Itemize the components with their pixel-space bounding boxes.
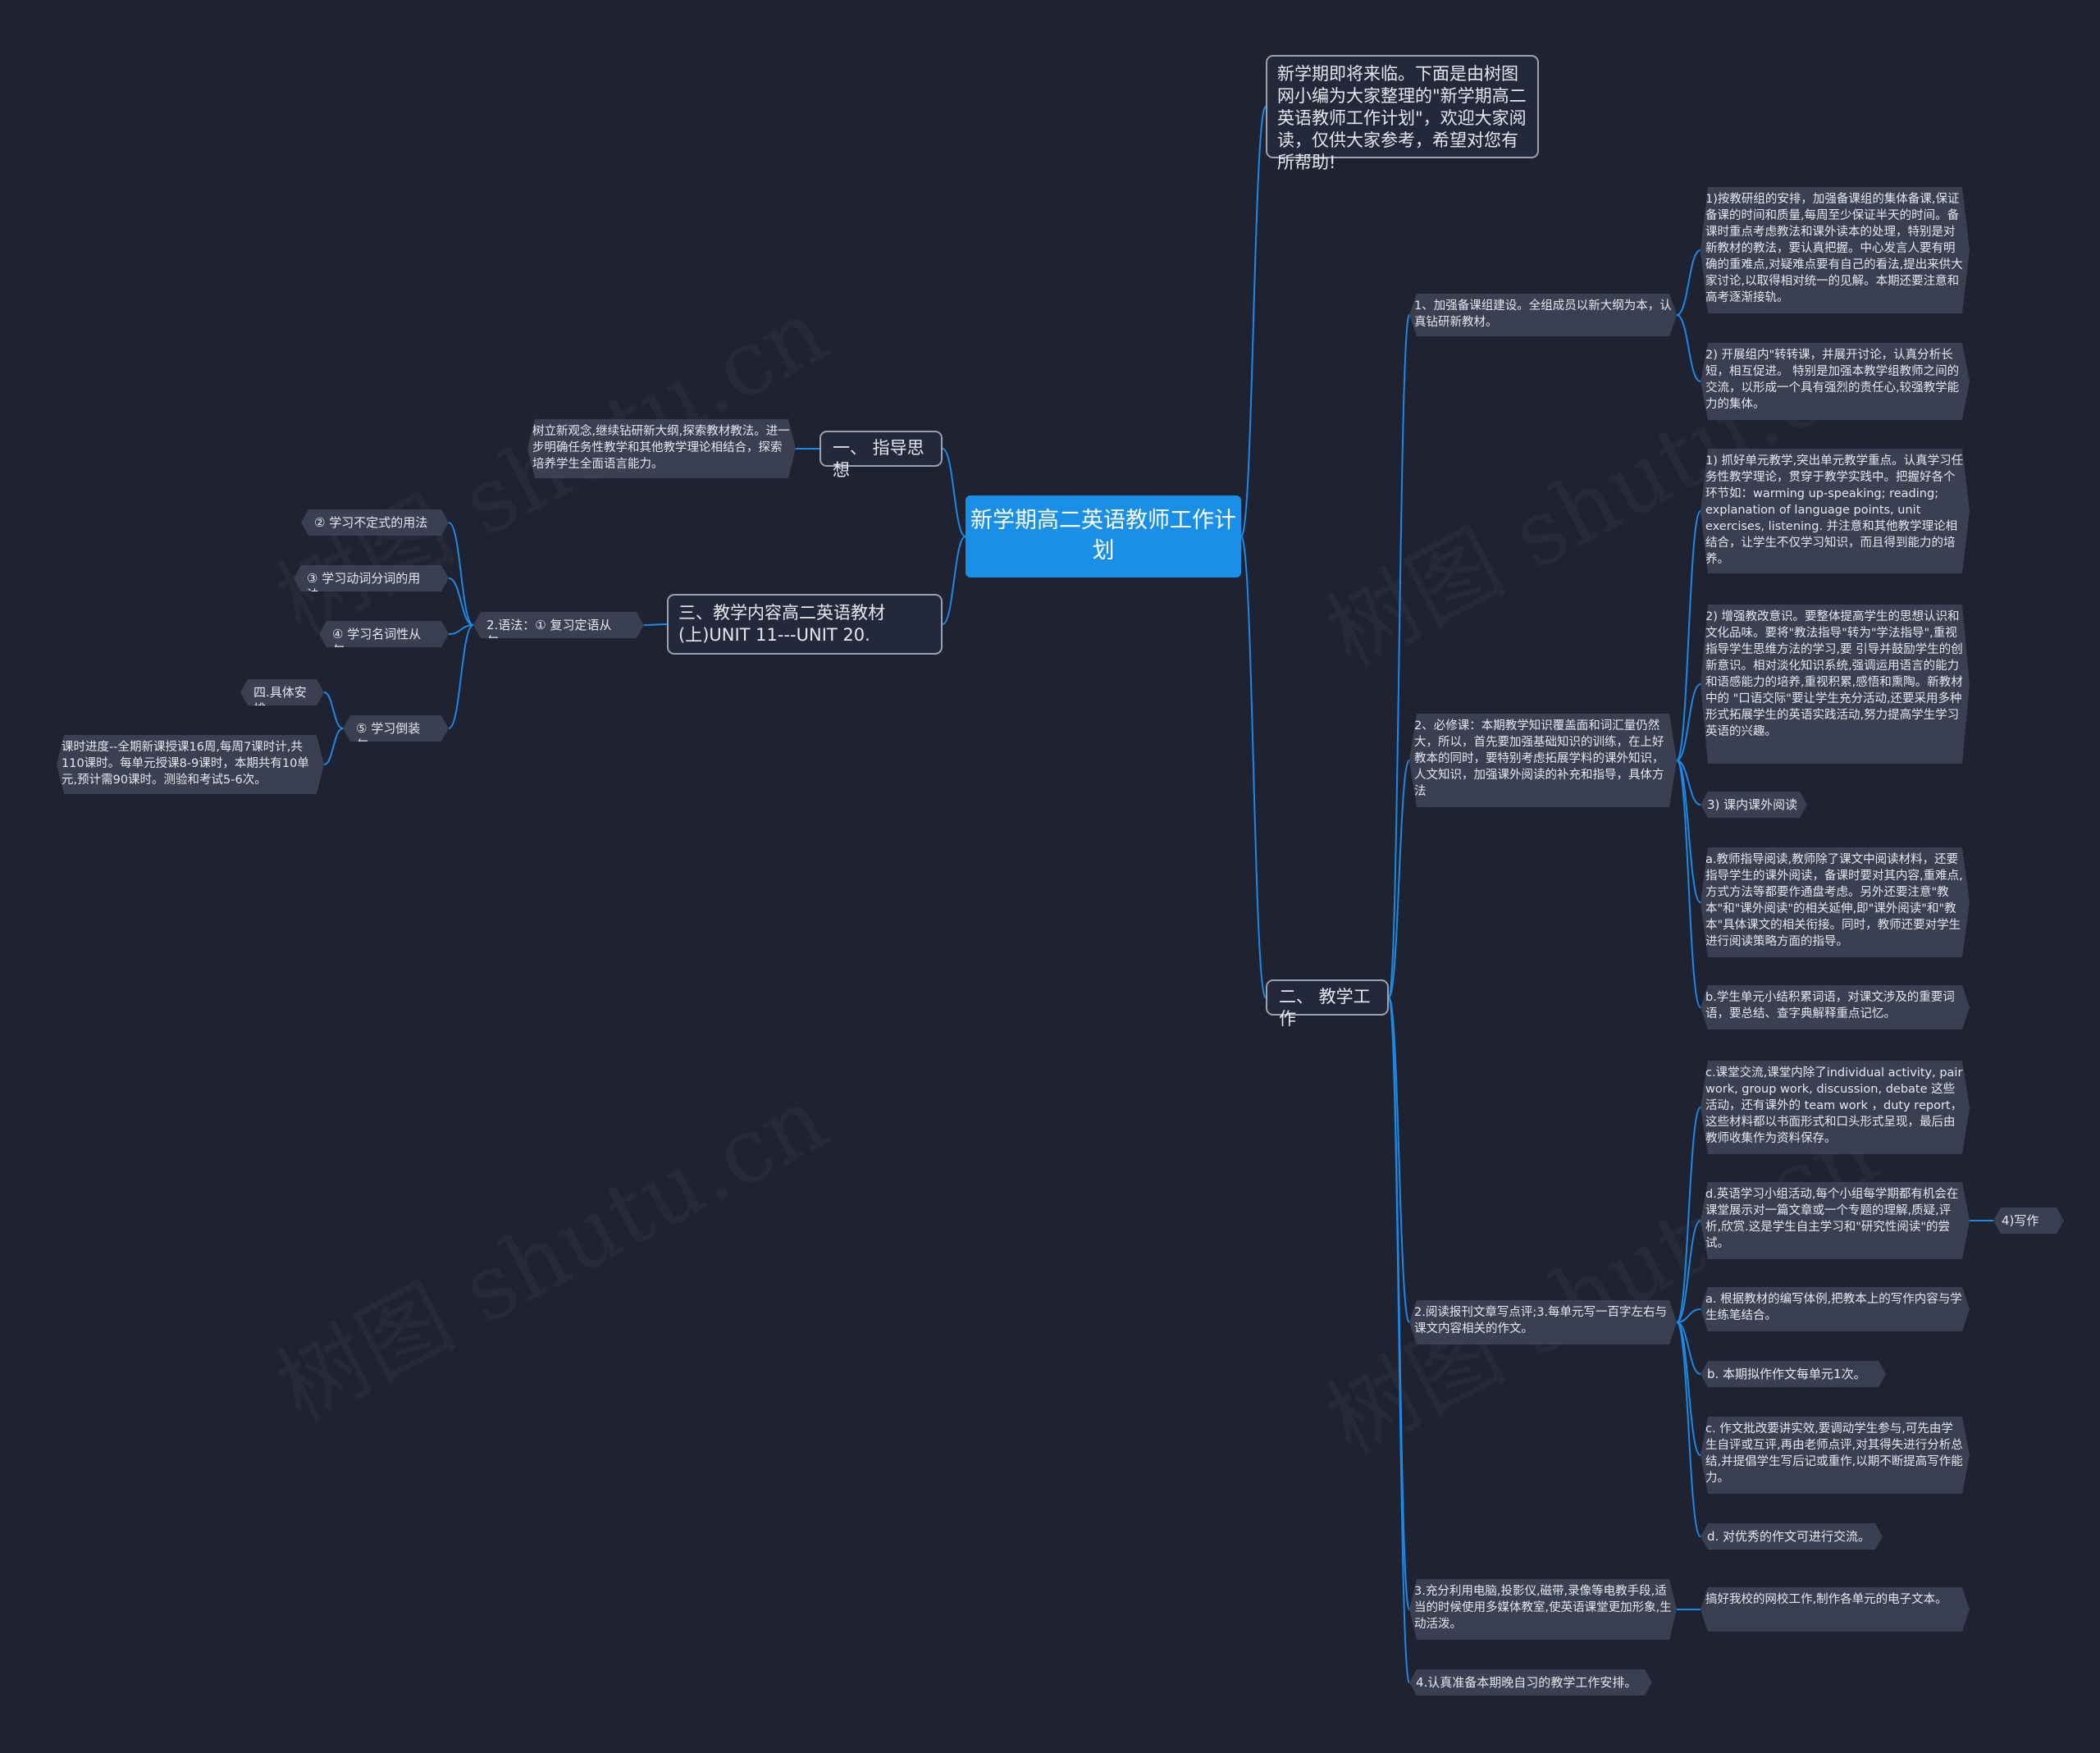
- schedule-detail[interactable]: 课时进度--全期新课授课16周,每周7课时计,共110课时。每单元授课8-9课时…: [57, 735, 324, 794]
- guide-detail[interactable]: 树立新观念,继续钻研新大纲,探索教材教法。进一步明确任务性教学和其他教学理论相结…: [527, 419, 796, 478]
- connector: [323, 728, 344, 765]
- connector: [1676, 1322, 1701, 1375]
- connector: [448, 577, 474, 626]
- required-course-detail[interactable]: 2) 增强教改意识。要整体提高学生的思想认识和文化品味。要将"教法指导"转为"学…: [1701, 605, 1970, 764]
- section-writing[interactable]: 2.阅读报刊文章写点评;3.每单元写一百字左右与课文内容相关的作文。: [1409, 1300, 1677, 1344]
- connector: [1676, 510, 1701, 761]
- reading-detail[interactable]: a.教师指导阅读,教师除了课文中阅读材料，还要指导学生的课外阅读，备课时要对其内…: [1701, 847, 1970, 957]
- writing-node[interactable]: 4)写作: [1993, 1207, 2064, 1234]
- lesson-prep-detail[interactable]: 1)按教研组的安排，加强备课组的集体备课,保证备课的时间和质量,每周至少保证半天…: [1701, 187, 1970, 313]
- reading-detail[interactable]: b.学生单元小结积累词语，对课文涉及的重要词语，要总结、查字典解释重点记忆。: [1701, 985, 1970, 1029]
- connector: [448, 522, 474, 626]
- grammar-item[interactable]: ④ 学习名词性从句。: [319, 621, 449, 647]
- connector: [1676, 1322, 1701, 1537]
- teaching-topic[interactable]: 二、 教学工作: [1266, 979, 1389, 1029]
- section-lesson-prep[interactable]: 1、加强备课组建设。全组成员以新大纲为本，认真钻研新教材。: [1409, 294, 1677, 336]
- lesson-prep-detail[interactable]: 2) 开展组内"转转课，并展开讨论，认真分析长短，相互促进。 特别是加强本教学组…: [1701, 343, 1970, 420]
- connector: [1676, 314, 1701, 382]
- connector: [942, 448, 966, 537]
- connector: [942, 536, 966, 625]
- connector: [448, 624, 474, 635]
- intro-note[interactable]: 新学期即将来临。下面是由树图网小编为大家整理的"新学期高二英语教师工作计划"，欢…: [1266, 55, 1539, 172]
- grammar-node[interactable]: 2.语法：① 复习定语从句。: [473, 612, 644, 638]
- writing-detail[interactable]: c. 作文批改要讲实效,要调动学生参与,可先由学生自评或互评,再由老师点评,对其…: [1701, 1417, 1970, 1494]
- grammar-item[interactable]: ⑤ 学习倒装句。: [343, 715, 449, 742]
- multimedia-detail[interactable]: 搞好我校的网校工作,制作各单元的电子文本。: [1701, 1587, 1970, 1632]
- group-activity-detail[interactable]: d.英语学习小组活动,每个小组每学期都有机会在课堂展示对一篇文章或一个专题的理解…: [1701, 1182, 1970, 1259]
- connector: [1388, 314, 1410, 998]
- connector: [323, 692, 344, 729]
- writing-detail[interactable]: a. 根据教材的编写体例,把教本上的写作内容与学生练笔结合。: [1701, 1287, 1970, 1331]
- root-topic[interactable]: 新学期高二英语教师工作计划: [966, 495, 1241, 577]
- grammar-item[interactable]: ③ 学习动词分词的用法。: [294, 565, 449, 591]
- connector: [1388, 997, 1410, 1323]
- connector: [1676, 760, 1701, 1008]
- section-multimedia[interactable]: 3.充分利用电脑,投影仪,磁带,录像等电教手段,适当的时候使用多媒体教室,使英语…: [1409, 1579, 1677, 1640]
- writing-detail[interactable]: d. 对优秀的作文可进行交流。: [1701, 1523, 1883, 1550]
- connector: [1676, 1308, 1701, 1323]
- grammar-item[interactable]: ② 学习不定式的用法 。: [301, 509, 449, 536]
- connector: [1676, 760, 1701, 903]
- reading-node[interactable]: 3) 课内课外阅读: [1701, 792, 1807, 818]
- connector: [1676, 760, 1701, 806]
- connector: [1676, 249, 1701, 316]
- section-evening-study[interactable]: 4.认真准备本期晚自习的教学工作安排。: [1409, 1669, 1652, 1696]
- guide-topic[interactable]: 一、 指导思想: [819, 431, 943, 480]
- connector: [1676, 1107, 1701, 1323]
- required-course-detail[interactable]: 1) 抓好单元教学,突出单元教学重点。认真学习任务性教学理论，贯穿于教学实践中。…: [1701, 449, 1970, 573]
- section-required-course[interactable]: 2、必修课：本期教学知识覆盖面和词汇量仍然大，所以，首先要加强基础知识的训练，在…: [1409, 714, 1677, 807]
- connector: [1240, 536, 1267, 998]
- connector: [1676, 683, 1701, 761]
- connector: [1240, 106, 1267, 537]
- connector: [1676, 1220, 1701, 1323]
- connector: [1388, 997, 1410, 1683]
- content-topic[interactable]: 三、教学内容高二英语教材(上)UNIT 11---UNIT 20.: [667, 594, 943, 655]
- connector: [643, 623, 668, 626]
- connector: [448, 624, 474, 729]
- connector: [1388, 760, 1410, 998]
- writing-detail[interactable]: b. 本期拟作作文每单元1次。: [1701, 1361, 1886, 1387]
- schedule-title[interactable]: 四.具体安排: [240, 679, 324, 705]
- class-exchange-detail[interactable]: c.课堂交流,课堂内除了individual activity, pair wo…: [1701, 1061, 1970, 1154]
